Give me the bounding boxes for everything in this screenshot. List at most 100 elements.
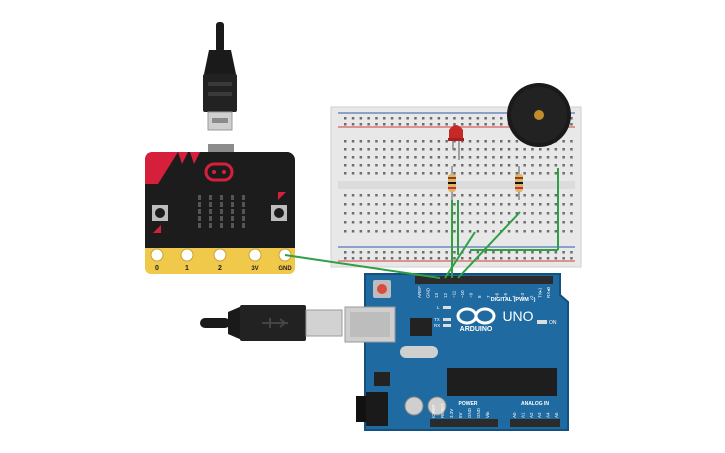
breadboard-hole[interactable]	[562, 164, 565, 167]
wire-diagonal-1[interactable]	[444, 231, 476, 279]
breadboard-hole[interactable]	[570, 117, 573, 120]
breadboard-hole[interactable]	[554, 156, 558, 159]
breadboard-hole[interactable]	[422, 123, 425, 126]
breadboard-hole[interactable]	[515, 257, 519, 260]
breadboard-hole[interactable]	[453, 164, 456, 167]
breadboard-hole[interactable]	[515, 156, 519, 159]
breadboard-hole[interactable]	[546, 172, 550, 175]
breadboard-hole[interactable]	[344, 212, 347, 215]
breadboard-hole[interactable]	[554, 172, 558, 175]
breadboard-hole[interactable]	[523, 230, 526, 233]
breadboard-hole[interactable]	[359, 257, 363, 260]
breadboard-hole[interactable]	[484, 212, 487, 215]
breadboard-hole[interactable]	[468, 251, 472, 254]
breadboard-hole[interactable]	[515, 212, 519, 215]
breadboard-hole[interactable]	[390, 117, 394, 120]
wire-diagonal-2[interactable]	[457, 211, 521, 279]
breadboard-hole[interactable]	[398, 257, 402, 260]
breadboard-hole[interactable]	[523, 221, 526, 224]
breadboard-hole[interactable]	[562, 140, 565, 143]
breadboard-hole[interactable]	[445, 221, 448, 224]
breadboard-hole[interactable]	[406, 123, 409, 126]
breadboard-hole[interactable]	[531, 221, 534, 224]
breadboard-hole[interactable]	[429, 123, 433, 126]
breadboard-hole[interactable]	[437, 257, 441, 260]
breadboard-hole[interactable]	[539, 172, 542, 175]
breadboard-hole[interactable]	[351, 251, 355, 254]
breadboard-hole[interactable]	[500, 148, 503, 151]
breadboard-hole[interactable]	[570, 230, 573, 233]
breadboard-hole[interactable]	[422, 194, 425, 197]
breadboard-hole[interactable]	[461, 203, 464, 206]
breadboard-hole[interactable]	[531, 251, 534, 254]
breadboard-hole[interactable]	[468, 203, 472, 206]
breadboard-hole[interactable]	[500, 203, 503, 206]
breadboard-hole[interactable]	[429, 203, 433, 206]
breadboard-hole[interactable]	[461, 212, 464, 215]
breadboard-hole[interactable]	[507, 203, 511, 206]
breadboard-hole[interactable]	[367, 194, 370, 197]
breadboard-hole[interactable]	[383, 230, 386, 233]
breadboard-hole[interactable]	[476, 221, 480, 224]
breadboard-hole[interactable]	[507, 212, 511, 215]
breadboard-hole[interactable]	[398, 156, 402, 159]
breadboard-hole[interactable]	[344, 117, 347, 120]
breadboard-hole[interactable]	[359, 148, 363, 151]
breadboard-hole[interactable]	[461, 140, 464, 143]
pin-pad-3v[interactable]	[248, 248, 262, 262]
breadboard-hole[interactable]	[570, 194, 573, 197]
breadboard-hole[interactable]	[367, 148, 370, 151]
breadboard-hole[interactable]	[398, 251, 402, 254]
breadboard-hole[interactable]	[390, 251, 394, 254]
breadboard-hole[interactable]	[351, 230, 355, 233]
breadboard-hole[interactable]	[406, 172, 409, 175]
digital-header[interactable]	[415, 276, 553, 284]
breadboard-hole[interactable]	[484, 172, 487, 175]
breadboard-hole[interactable]	[437, 148, 441, 151]
breadboard-hole[interactable]	[367, 117, 370, 120]
breadboard-hole[interactable]	[515, 203, 519, 206]
breadboard-hole[interactable]	[492, 140, 495, 143]
breadboard-hole[interactable]	[344, 164, 347, 167]
breadboard-hole[interactable]	[429, 140, 433, 143]
breadboard-hole[interactable]	[468, 230, 472, 233]
breadboard-hole[interactable]	[539, 156, 542, 159]
breadboard-hole[interactable]	[359, 140, 363, 143]
breadboard-hole[interactable]	[383, 203, 386, 206]
breadboard-hole[interactable]	[562, 251, 565, 254]
breadboard-hole[interactable]	[406, 164, 409, 167]
breadboard-hole[interactable]	[398, 148, 402, 151]
breadboard-hole[interactable]	[453, 148, 456, 151]
breadboard-hole[interactable]	[344, 156, 347, 159]
breadboard-hole[interactable]	[531, 203, 534, 206]
breadboard-hole[interactable]	[359, 117, 363, 120]
breadboard-hole[interactable]	[429, 156, 433, 159]
breadboard-hole[interactable]	[437, 164, 441, 167]
breadboard-hole[interactable]	[367, 221, 370, 224]
breadboard-hole[interactable]	[445, 212, 448, 215]
breadboard-hole[interactable]	[554, 230, 558, 233]
breadboard-hole[interactable]	[422, 230, 425, 233]
breadboard-hole[interactable]	[500, 257, 503, 260]
breadboard-hole[interactable]	[414, 117, 417, 120]
breadboard-hole[interactable]	[406, 257, 409, 260]
breadboard-hole[interactable]	[414, 212, 417, 215]
breadboard-hole[interactable]	[468, 156, 472, 159]
resistor-1[interactable]	[448, 166, 456, 200]
breadboard-hole[interactable]	[344, 172, 347, 175]
breadboard-hole[interactable]	[422, 172, 425, 175]
breadboard-hole[interactable]	[453, 221, 456, 224]
breadboard-hole[interactable]	[476, 123, 480, 126]
breadboard-hole[interactable]	[390, 194, 394, 197]
breadboard-hole[interactable]	[515, 148, 519, 151]
breadboard-hole[interactable]	[461, 172, 464, 175]
breadboard-hole[interactable]	[383, 140, 386, 143]
breadboard-hole[interactable]	[390, 140, 394, 143]
breadboard-hole[interactable]	[531, 156, 534, 159]
breadboard-hole[interactable]	[375, 117, 378, 120]
breadboard-hole[interactable]	[453, 140, 456, 143]
breadboard-hole[interactable]	[468, 140, 472, 143]
breadboard-hole[interactable]	[484, 194, 487, 197]
breadboard-hole[interactable]	[554, 212, 558, 215]
